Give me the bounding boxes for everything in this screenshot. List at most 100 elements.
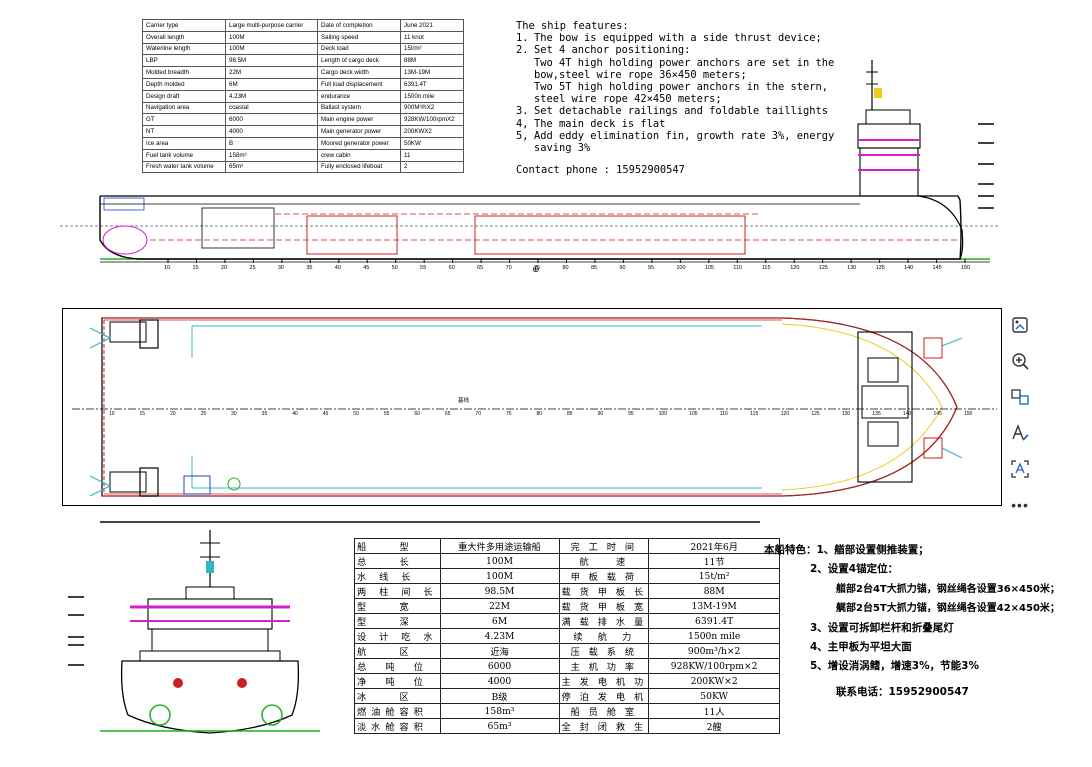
spec-cn-cell: 11人	[648, 703, 781, 719]
spec-cn-cell: 1500n mile	[648, 628, 781, 644]
plan-frame-label: 55	[384, 411, 390, 417]
spec-cn-cell: 主 机 功 率	[558, 658, 650, 674]
feature-item: 5, Add eddy elimination fin, growth rate …	[516, 130, 846, 142]
frame-label: 110	[733, 265, 742, 271]
frame-label: 150	[961, 265, 970, 271]
feature-item: saving 3%	[516, 142, 846, 154]
spec-cn-cell: 停 泊 发 电 机	[558, 688, 650, 704]
deck-plan-frame	[62, 308, 1002, 506]
frame-label: 145	[933, 265, 942, 271]
spec-cn-cell: 22M	[439, 598, 560, 614]
frame-label: 90	[619, 265, 625, 271]
spec-cn-cell: 冰 区	[354, 688, 441, 704]
spec-en-cell: Date of completion	[317, 19, 401, 32]
features-title: The ship features:	[516, 20, 629, 32]
image-edit-icon[interactable]	[1007, 312, 1033, 338]
spec-cn-cell: 型 宽	[354, 598, 441, 614]
contact-phone: Contact phone : 15952900547	[516, 164, 685, 177]
spec-cn-cell: 88M	[648, 583, 781, 599]
frame-label: 130	[847, 265, 856, 271]
plan-frame-label: 25	[201, 411, 207, 417]
plan-centerline-label: 基线	[458, 396, 470, 404]
spec-en-cell: 2	[400, 160, 464, 174]
feature-text: The main deck is flat	[534, 117, 666, 130]
zoom-in-icon[interactable]	[1007, 348, 1033, 374]
plan-frame-label: 90	[598, 411, 604, 417]
spec-en-cell: Fully enclosed lifeboat	[317, 160, 401, 174]
text-edit-icon[interactable]	[1007, 420, 1033, 446]
cn-feature-line-6: 4、主甲板为平坦大面	[810, 641, 912, 654]
plan-frame-label: 140	[903, 411, 912, 417]
spec-cn-cell: 65m³	[439, 718, 560, 734]
spec-en-cell: 88M	[400, 54, 464, 68]
spec-cn-cell: 4.23M	[439, 628, 560, 644]
features-chinese: 本船特色：1、艏部设置侧推装置； 2、设置4锚定位： 艏部2台4T大抓力锚，钢丝…	[764, 541, 1084, 702]
spec-cn-cell: B级	[439, 688, 560, 704]
spec-en-cell: Carrier type	[142, 19, 226, 32]
spec-cn-cell: 100M	[439, 568, 560, 584]
plan-frame-label: 50	[353, 411, 359, 417]
feature-item: 1.The bow is equipped with a side thrust…	[516, 32, 846, 44]
frame-label: 115	[762, 265, 771, 271]
spec-cn-cell: 净 吨 位	[354, 673, 441, 689]
feature-text: Set detachable railings and foldable tai…	[534, 105, 829, 118]
spec-cn-cell: 主 发 电 机 功	[558, 673, 650, 689]
spec-en-cell: LBP	[142, 54, 226, 68]
frame-label: 125	[819, 265, 828, 271]
frame-label: 65	[477, 265, 483, 271]
frame-label: 100	[676, 265, 685, 271]
frame-label: 120	[790, 265, 799, 271]
plan-frame-label: 95	[628, 411, 634, 417]
cn-contact-phone: 联系电话：15952900547	[836, 685, 969, 698]
plan-frame-label: 150	[964, 411, 973, 417]
frame-label: 95	[648, 265, 654, 271]
spec-cn-cell: 总 长	[354, 553, 441, 569]
feature-text: Two 5T high holding power anchors in the…	[534, 81, 829, 94]
spec-en-cell: June 2021	[400, 19, 464, 32]
frame-label: 75	[534, 265, 540, 271]
feature-number: 4,	[516, 117, 529, 130]
spec-en-cell: Design draft	[142, 89, 226, 103]
spec-cn-cell: 续 航 力	[558, 628, 650, 644]
spec-en-cell: Full load displacement	[317, 77, 401, 91]
plan-frame-label: 60	[414, 411, 420, 417]
cn-feature-line-3: 艏部2台4T大抓力锚，钢丝绳各设置36×450米；	[836, 583, 1060, 595]
page-convert-icon[interactable]	[1007, 384, 1033, 410]
feature-text: steel wire rope 42×450 meters;	[534, 93, 722, 106]
frame-label: 80	[563, 265, 569, 271]
body-plan-hull	[120, 660, 300, 734]
spec-en-cell: Main engine power	[317, 113, 401, 127]
ship-body-plan-drawing	[68, 530, 320, 734]
spec-cn-cell: 两 柱 间 长	[354, 583, 441, 599]
plan-frame-label: 20	[170, 411, 176, 417]
feature-number: 5,	[516, 129, 529, 142]
text-recognition-icon[interactable]	[1007, 456, 1033, 482]
spec-cn-cell: 满 载 排 水 量	[558, 613, 650, 629]
frame-label: 30	[278, 265, 284, 271]
more-icon[interactable]: •••	[1011, 497, 1029, 513]
feature-number: 3.	[516, 105, 529, 118]
frame-label: 35	[306, 265, 312, 271]
spec-cn-cell: 设 计 吃 水	[354, 628, 441, 644]
plan-frame-label: 75	[506, 411, 512, 417]
spec-cn-cell: 158m³	[439, 703, 560, 719]
plan-frame-label: 130	[842, 411, 851, 417]
spec-en-cell: 900M³/hX2	[400, 101, 464, 115]
frame-label: 25	[249, 265, 255, 271]
feature-text: Add eddy elimination fin, growth rate 3%…	[534, 129, 835, 142]
spec-cn-cell: 900m³/h×2	[648, 643, 781, 659]
feature-text: saving 3%	[534, 142, 591, 155]
frame-label: 105	[705, 265, 714, 271]
